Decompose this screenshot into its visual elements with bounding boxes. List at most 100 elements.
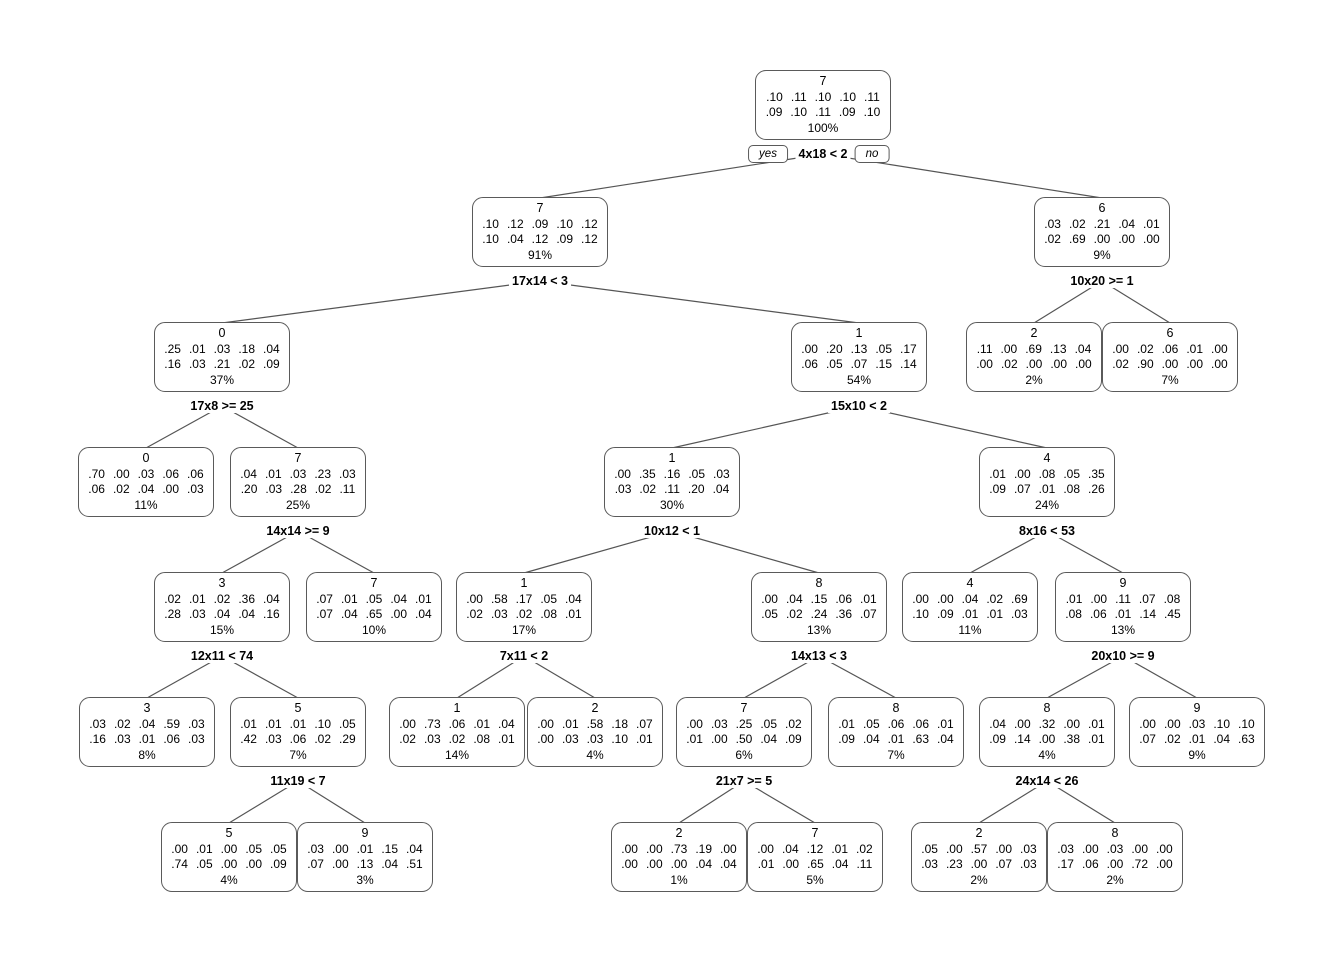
prob-value: .00 [1211, 341, 1228, 356]
prob-value: .06 [887, 716, 905, 731]
tree-edge [221, 405, 299, 449]
node-prob-row-2: .03.23.00.07.03 [921, 857, 1036, 873]
node-prob-row-2: .10.09.01.01.03 [912, 607, 1027, 623]
node-percentage: 3% [356, 872, 374, 887]
prob-value: .04 [961, 591, 979, 606]
prob-value: .74 [171, 857, 188, 871]
prob-value: .00 [970, 857, 988, 871]
node-percentage: 10% [361, 622, 387, 637]
prob-value: .11 [1115, 591, 1131, 606]
prob-value: .57 [970, 841, 988, 856]
prob-value: .58 [586, 716, 604, 731]
tree-edge [523, 655, 596, 699]
prob-value: .00 [621, 857, 638, 871]
prob-value: .03 [137, 466, 155, 481]
node-class-label: 7 [370, 576, 378, 590]
prob-value: .10 [790, 105, 808, 119]
prob-value: .01 [138, 732, 156, 746]
node-prob-row-2: .17.06.00.72.00 [1057, 857, 1172, 873]
prob-value: .04 [381, 857, 399, 871]
prob-value: .21 [1093, 216, 1111, 231]
node-percentage: 13% [806, 622, 832, 637]
tree-node: 2 .00.01.58.18.07 .00.03.03.10.01 4% [527, 697, 663, 767]
node-percentage: 2% [1025, 372, 1043, 387]
prob-value: .10 [912, 607, 929, 621]
node-prob-row-2: .42.03.06.02.29 [240, 732, 355, 748]
tree-node: 0 .25.01.03.18.04 .16.03.21.02.09 37% [154, 322, 290, 392]
prob-value: .00 [1112, 341, 1129, 356]
node-percentage: 7% [289, 747, 307, 762]
prob-value: .04 [781, 841, 799, 856]
prob-value: .23 [314, 466, 332, 481]
prob-value: .10 [314, 716, 332, 731]
prob-value: .00 [537, 716, 554, 731]
node-percentage: 4% [586, 747, 604, 762]
prob-value: .59 [163, 716, 181, 731]
tree-edge [145, 405, 223, 449]
prob-value: .18 [611, 716, 629, 731]
prob-value: .00 [945, 841, 963, 856]
prob-value: .06 [187, 466, 204, 481]
prob-value: .00 [220, 841, 238, 856]
prob-value: .69 [1011, 591, 1028, 606]
prob-value: .00 [171, 841, 188, 856]
prob-value: .02 [1000, 357, 1018, 371]
tree-node: 9 .00.00.03.10.10 .07.02.01.04.63 9% [1129, 697, 1265, 767]
prob-value: .03 [1020, 841, 1037, 856]
prob-value: .03 [264, 732, 282, 746]
prob-value: .15 [875, 357, 893, 371]
tree-node: 2 .11.00.69.13.04 .00.02.00.00.00 2% [966, 322, 1102, 392]
tree-node: 7 .10.11.10.10.11 .09.10.11.09.10 100% [755, 70, 891, 140]
prob-value: .45 [1164, 607, 1181, 621]
tree-node: 5 .00.01.00.05.05 .74.05.00.00.09 4% [161, 822, 297, 892]
node-class-label: 9 [1119, 576, 1127, 590]
prob-value: .25 [735, 716, 753, 731]
prob-value: .00 [245, 857, 263, 871]
prob-value: .03 [307, 841, 324, 856]
prob-value: .00 [710, 732, 728, 746]
tree-edge [221, 530, 299, 574]
prob-value: .26 [1088, 482, 1105, 496]
node-class-label: 1 [520, 576, 528, 590]
prob-value: .20 [687, 482, 705, 496]
prob-value: .01 [1088, 732, 1105, 746]
prob-value: .11 [664, 482, 680, 496]
prob-value: .50 [735, 732, 753, 746]
prob-value: .06 [1161, 341, 1179, 356]
prob-value: .08 [540, 607, 558, 621]
prob-value: .00 [645, 841, 663, 856]
node-prob-row-1: .25.01.03.18.04 [164, 342, 279, 358]
prob-value: .25 [164, 341, 181, 356]
prob-value: .73 [423, 716, 441, 731]
prob-value: .01 [1143, 216, 1160, 231]
prob-value: .04 [263, 341, 280, 356]
prob-value: .01 [887, 732, 905, 746]
node-percentage: 30% [659, 497, 685, 512]
node-prob-row-2: .09.07.01.08.26 [989, 482, 1104, 498]
prob-value: .00 [1038, 732, 1056, 746]
node-prob-row-1: .01.05.06.06.01 [838, 717, 953, 733]
split-condition-label: 14x14 >= 9 [263, 524, 333, 538]
prob-value: .01 [473, 716, 491, 731]
node-prob-row-1: .01.00.08.05.35 [989, 467, 1104, 483]
tree-node: 6 .00.02.06.01.00 .02.90.00.00.00 7% [1102, 322, 1238, 392]
prob-value: .00 [1075, 357, 1092, 371]
node-class-label: 5 [225, 826, 233, 840]
prob-value: .20 [240, 482, 258, 496]
prob-value: .65 [365, 607, 383, 621]
prob-value: .09 [531, 216, 549, 231]
tree-edge [858, 405, 1048, 449]
prob-value: .01 [989, 466, 1006, 481]
prob-value: .21 [213, 357, 231, 371]
tree-edge [743, 655, 820, 699]
prob-value: .03 [113, 732, 131, 746]
prob-value: .70 [88, 466, 105, 481]
tree-node: 8 .01.05.06.06.01 .09.04.01.63.04 7% [828, 697, 964, 767]
prob-value: .02 [466, 607, 483, 621]
node-class-label: 8 [1043, 701, 1051, 715]
tree-node: 4 .01.00.08.05.35 .09.07.01.08.26 24% [979, 447, 1115, 517]
prob-value: .02 [314, 732, 332, 746]
prob-value: .08 [1063, 482, 1081, 496]
prob-value: .04 [695, 857, 713, 871]
tree-node: 8 .00.04.15.06.01 .05.02.24.36.07 13% [751, 572, 887, 642]
